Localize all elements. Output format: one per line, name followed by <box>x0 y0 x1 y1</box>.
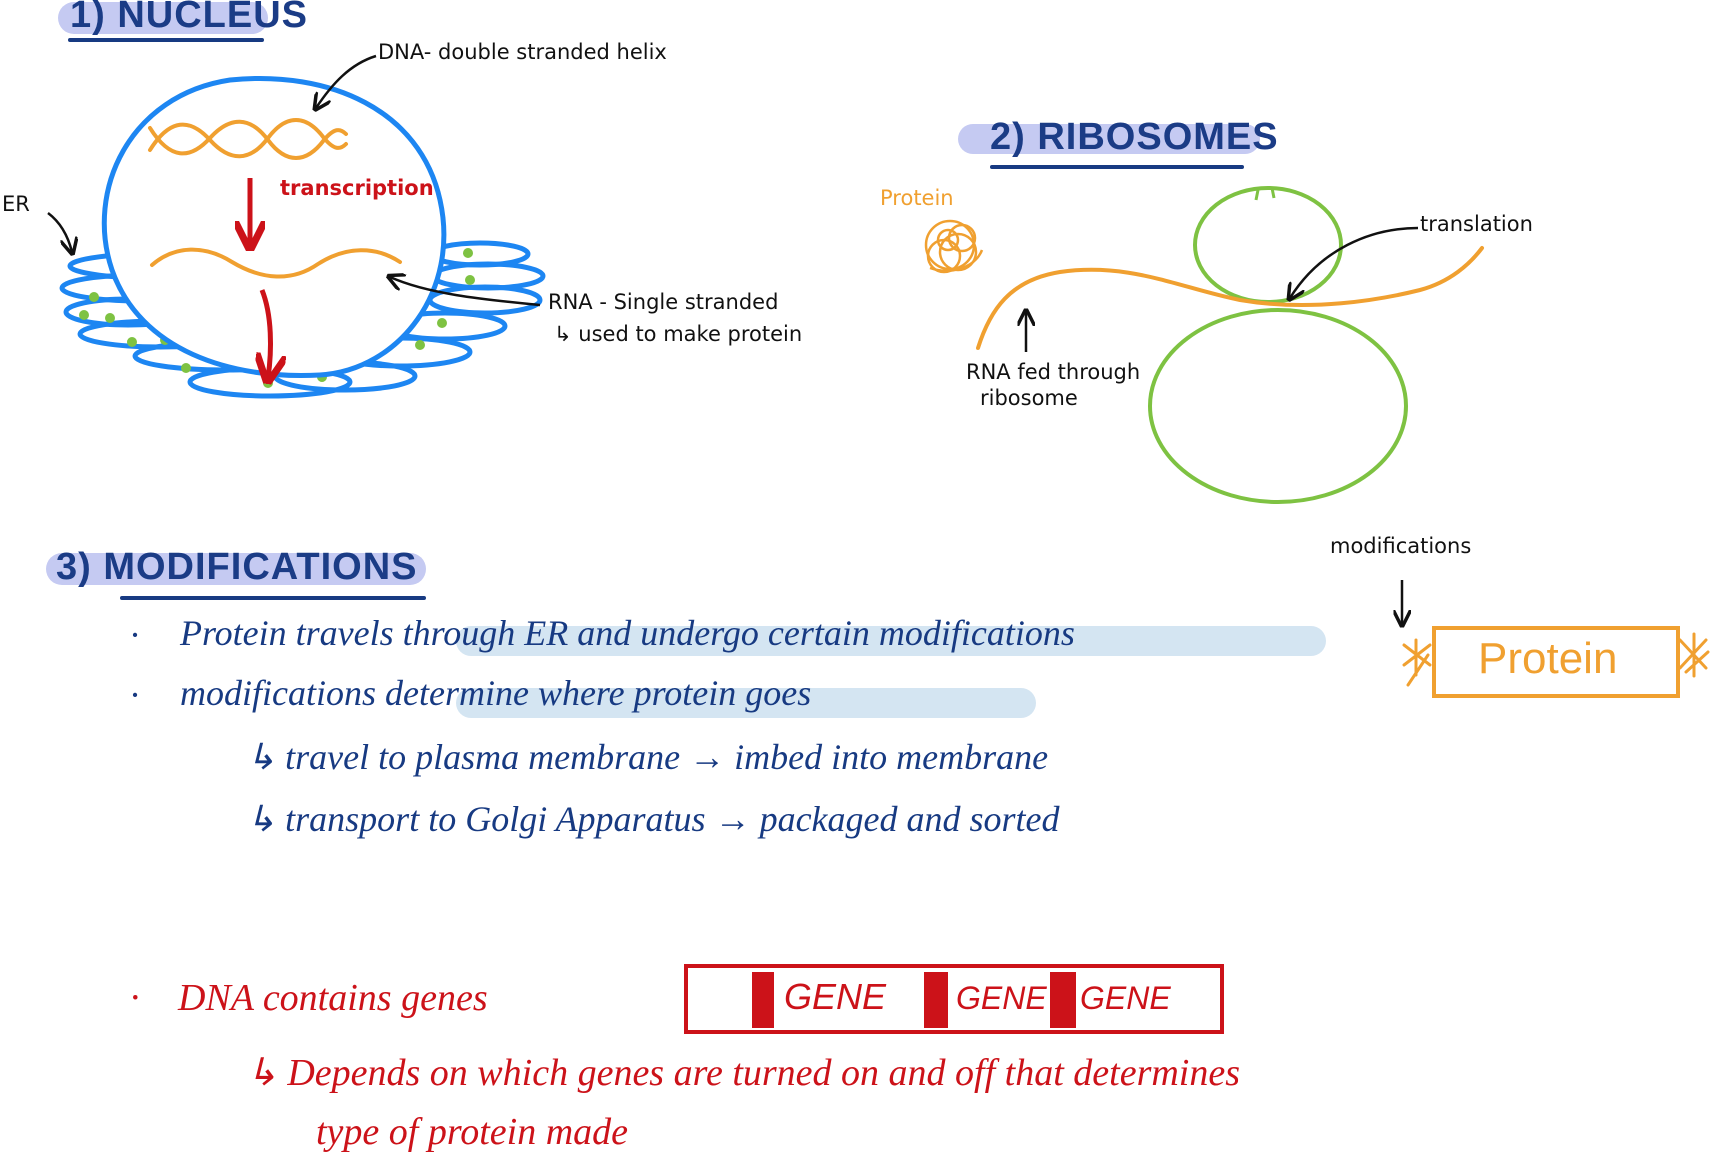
nucleus-title-underline <box>68 38 264 42</box>
dna-label: DNA- double stranded helix <box>378 40 667 64</box>
er-label: ER <box>2 192 30 216</box>
bullet-dot-1: · <box>130 615 139 655</box>
gene-bar <box>684 964 1224 1034</box>
rna-fed-label-line1: RNA fed through <box>966 360 1141 384</box>
rna-label-line1: RNA - Single stranded <box>548 290 779 314</box>
ribosomes-title: 2) RIBOSOMES <box>990 116 1279 158</box>
modification-bullet-2: modifications determine where protein go… <box>180 673 812 713</box>
dna-helix <box>148 118 348 160</box>
translation-label: translation <box>1420 212 1533 236</box>
genes-sub-line-1: ↳ Depends on which genes are turned on a… <box>246 1052 1241 1094</box>
nucleus-title-highlight <box>58 2 268 34</box>
modifications-title-highlight <box>46 553 426 585</box>
translation-pointer-arrow <box>1290 226 1419 298</box>
nucleus-membrane <box>101 76 447 379</box>
genes-sub-line-2: type of protein made <box>316 1111 629 1153</box>
rna-strand <box>150 247 402 279</box>
transcription-label: transcription <box>280 176 434 200</box>
protein-scribble <box>924 219 984 274</box>
rna-label-line2: ↳ used to make protein <box>554 322 803 346</box>
modification-sub-bullet-1: ↳ travel to plasma membrane → imbed into… <box>246 737 1049 777</box>
er-pointer-arrow <box>47 212 72 252</box>
protein-box <box>1432 626 1680 698</box>
protein-label: Protein <box>880 186 954 210</box>
modification-marks <box>1402 632 1710 687</box>
bullet-dot-3: · <box>130 977 140 1019</box>
gene-label-2: GENE <box>956 980 1047 1016</box>
ribosome-large-subunit <box>1148 308 1408 504</box>
rna-pointer-arrow <box>390 277 541 307</box>
gene-separators <box>752 972 1076 1028</box>
gene-label-3: GENE <box>1080 980 1171 1016</box>
ribosome-rna-strand <box>976 246 1484 350</box>
modifications-title: 3) MODIFICATIONS <box>56 546 418 588</box>
bullet-1-highlight <box>456 626 1326 656</box>
ribosomes-title-highlight <box>958 124 1260 154</box>
ribosome-small-subunit <box>1193 186 1343 304</box>
dna-pointer-arrow <box>316 54 377 108</box>
exit-arrow <box>262 289 270 378</box>
nucleus-title: 1) NUCLEUS <box>70 0 309 36</box>
rna-fed-label-line2: ribosome <box>980 386 1078 410</box>
gene-label-1: GENE <box>784 976 887 1017</box>
modification-bullet-1: Protein travels through ER and undergo c… <box>180 613 1075 653</box>
modifications-side-label: modifications <box>1330 534 1472 558</box>
modification-sub-bullet-2: ↳ transport to Golgi Apparatus → package… <box>246 799 1060 839</box>
ribosomes-title-underline <box>990 165 1244 169</box>
modifications-title-underline <box>120 596 426 600</box>
genes-bullet: DNA contains genes <box>178 977 488 1019</box>
bullet-2-highlight <box>456 688 1036 718</box>
protein-box-label: Protein <box>1478 634 1618 683</box>
bullet-dot-2: · <box>130 675 139 715</box>
